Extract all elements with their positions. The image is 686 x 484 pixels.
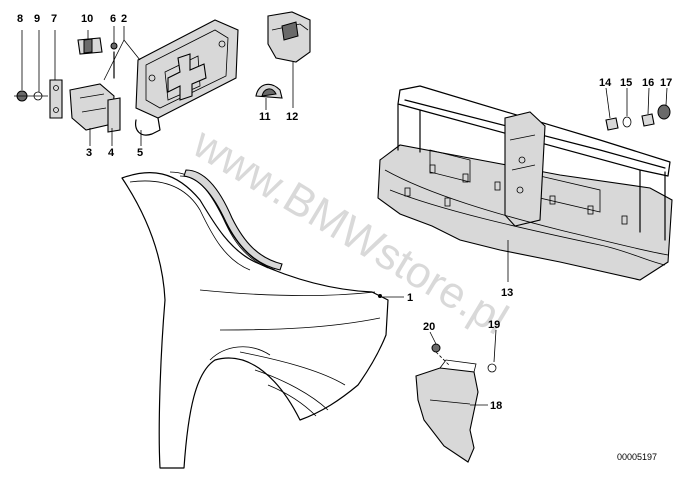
grommet-17	[657, 104, 671, 120]
callout-10: 10	[81, 13, 93, 25]
callout-12: 12	[286, 111, 298, 123]
housing-12	[267, 11, 311, 63]
leader-lines	[21, 26, 668, 406]
callout-2: 2	[121, 13, 127, 25]
callout-17: 17	[660, 77, 672, 89]
grommet-11	[255, 83, 283, 99]
washer-15	[622, 116, 632, 128]
callout-labels: 8 9 7 10 6 2 3 4 5 11 12 14 15 16 17 13 …	[17, 13, 672, 412]
callout-9: 9	[34, 13, 40, 25]
callout-20: 20	[423, 321, 435, 333]
callout-11: 11	[259, 111, 271, 123]
callout-5: 5	[137, 147, 143, 159]
callout-14: 14	[599, 77, 612, 89]
callout-4: 4	[108, 147, 115, 159]
callout-16: 16	[642, 77, 654, 89]
callout-3: 3	[86, 147, 92, 159]
nut-19	[487, 363, 497, 373]
bracket-18	[415, 343, 497, 463]
screw-16	[641, 113, 655, 127]
catalog-number: 00005197	[617, 452, 657, 462]
callout-18: 18	[490, 400, 502, 412]
callout-19: 19	[488, 319, 500, 331]
callout-6: 6	[110, 13, 116, 25]
bolt-14	[605, 117, 619, 131]
clip-10	[77, 37, 103, 55]
callout-1: 1	[407, 292, 413, 304]
hinge-3	[69, 83, 115, 131]
fasteners-14-17	[605, 104, 671, 131]
callout-15: 15	[620, 77, 632, 89]
filler-flap	[135, 19, 239, 119]
side-panel	[121, 169, 389, 469]
plate-7	[49, 79, 63, 119]
filler-hinge	[14, 79, 121, 133]
hinge-arm-4	[107, 97, 121, 133]
callout-7: 7	[51, 13, 57, 25]
rear-panel	[377, 85, 673, 281]
callout-13: 13	[501, 287, 513, 299]
screw-20	[431, 343, 441, 353]
callout-8: 8	[17, 13, 23, 25]
